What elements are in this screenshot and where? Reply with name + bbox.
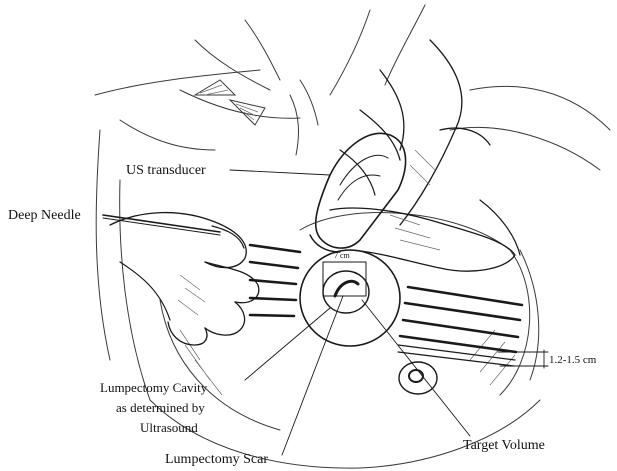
label-us-transducer: US transducer bbox=[126, 163, 206, 178]
label-7cm: 7 cm bbox=[334, 251, 351, 260]
label-cavity-line3: Ultrasound bbox=[140, 420, 198, 435]
label-cavity-line2: as determined by bbox=[116, 400, 205, 415]
label-margin-range: 1.2-1.5 cm bbox=[549, 354, 597, 366]
nipple-areola bbox=[399, 362, 437, 394]
target-region bbox=[300, 250, 400, 346]
label-target-volume: Target Volume bbox=[463, 438, 545, 453]
us-transducer-probe bbox=[310, 133, 406, 252]
catheters-left bbox=[250, 245, 300, 316]
catheters-right bbox=[398, 287, 522, 366]
transducer-hand bbox=[330, 40, 520, 271]
torso-outline bbox=[95, 5, 610, 468]
label-deep-needle: Deep Needle bbox=[8, 208, 81, 223]
label-scar: Lumpectomy Scar bbox=[165, 452, 268, 467]
needle-hand bbox=[110, 213, 259, 345]
label-cavity-line1: Lumpectomy Cavity bbox=[100, 380, 208, 395]
